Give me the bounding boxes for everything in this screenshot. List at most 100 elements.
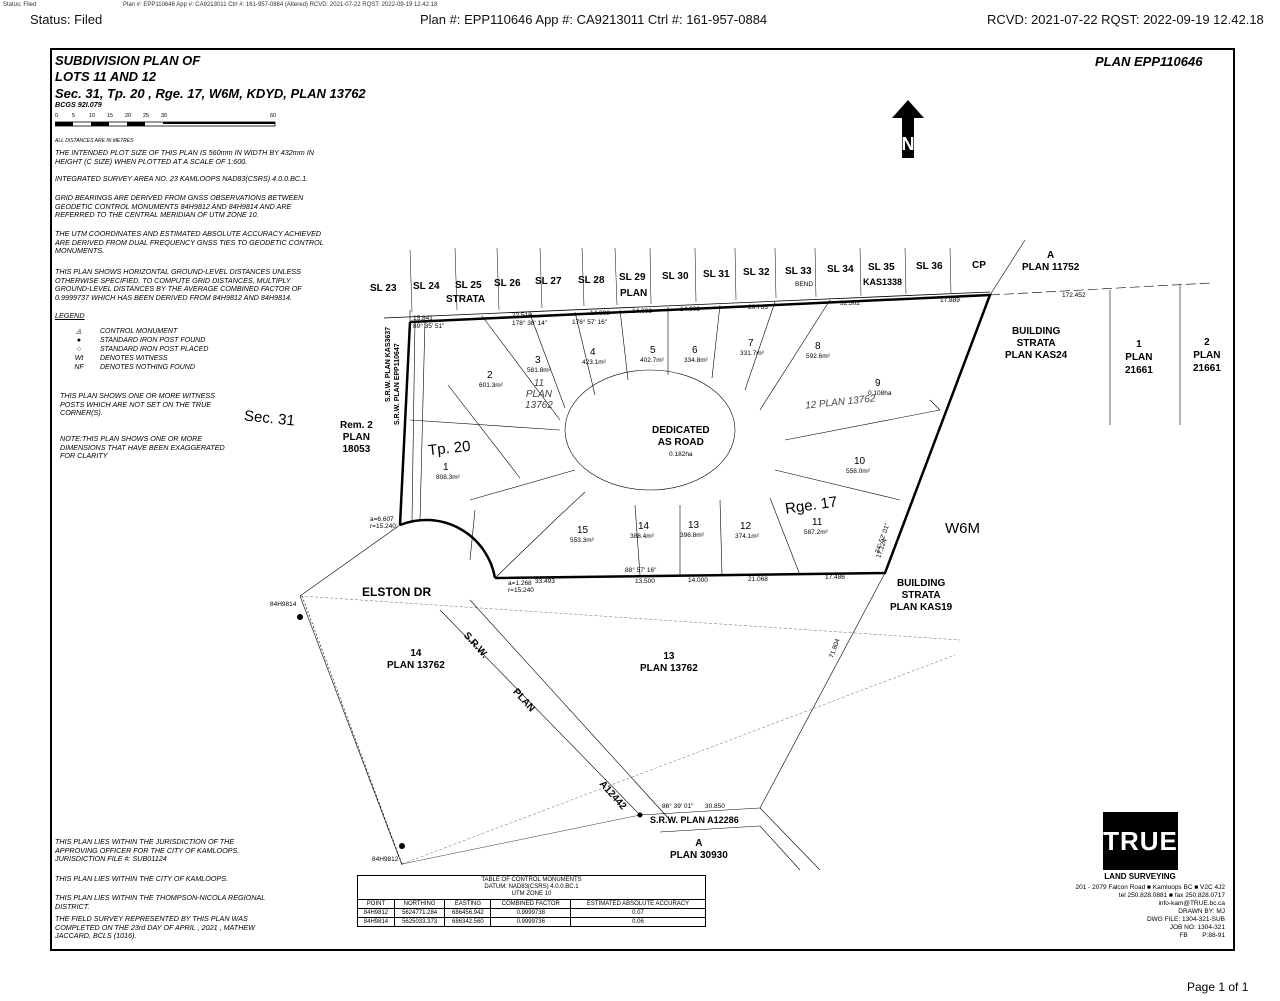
plan-11752-letter: A [1047, 250, 1055, 261]
received-text: RCVD: 2021-07-22 RQST: 2022-09-19 12.42.… [987, 12, 1264, 27]
strata-lot-label: SL 35 [868, 262, 895, 273]
lot-area: 587.2m² [804, 529, 828, 536]
dim-label: 14.003 [680, 306, 700, 313]
table-header-row: POINT NORTHING EASTING COMBINED FACTOR E… [357, 899, 706, 909]
lot-number: 8 [815, 341, 821, 352]
note-plot-size: THE INTENDED PLOT SIZE OF THIS PLAN IS 5… [55, 148, 314, 166]
strata-lot-label: SL 33 [785, 266, 812, 277]
dim-label: 21.068 [748, 576, 768, 583]
bcgs-text: BCGS 92I.079 [55, 100, 102, 109]
bearing-label: 176° 57' 16" [572, 319, 608, 326]
arc-label: a=6.607 r=15.240 [370, 516, 396, 530]
control-monument-label: 84H9812 [372, 856, 399, 863]
plan-21661-lot-1: 1 PLAN 21661 [1125, 339, 1153, 376]
note-jurisdiction: THIS PLAN LIES WITHIN THE JURISDICTION O… [55, 837, 240, 863]
lot-area: 0.108ha [868, 390, 892, 397]
note-witness: THIS PLAN SHOWS ONE OR MORE WITNESS POST… [60, 391, 215, 417]
table-header: ESTIMATED ABSOLUTE ACCURACY [570, 899, 706, 909]
lot-area: 553.3m² [570, 537, 594, 544]
dim-label: 14.003 [590, 310, 610, 317]
company-logo: TRUE [1103, 812, 1178, 870]
dim-label: 17.486 [825, 574, 845, 581]
lot-number: 14 [638, 521, 650, 532]
dim-label: 32.502 [840, 300, 860, 307]
legend-row: ◬CONTROL MONUMENT [76, 328, 178, 335]
strata-lot-label: SL 34 [827, 264, 854, 275]
rem-2-plan-18053: Rem. 2 PLAN 18053 [340, 420, 373, 455]
north-arrow-icon: N [892, 100, 924, 158]
company-name: LAND SURVEYING [1104, 872, 1176, 881]
title-line-3: Sec. 31, Tp. 20 , Rge. 17, W6M, KDYD, PL… [55, 86, 366, 101]
dedicated-road-label: DEDICATED AS ROAD 0.182ha [652, 425, 710, 458]
plan-frame [50, 48, 1235, 951]
building-strata-kas24: BUILDING STRATA PLAN KAS24 [1005, 326, 1068, 361]
scale-ticks: 0 5 10 15 20 25 30 60 [55, 113, 277, 119]
bearing-label: 89° 35' 51" [413, 323, 445, 330]
strata-lot-label: SL 32 [743, 267, 770, 278]
strata-lot-label: SL 36 [916, 261, 943, 272]
lot-area: 581.8m² [527, 367, 551, 374]
dim-label: 30.850 [705, 803, 725, 810]
company-info: 201 - 2079 Falcon Road ■ Kamloops BC ■ V… [1075, 884, 1226, 939]
bearing-label: 178° 38' 14" [512, 320, 548, 327]
table-header: POINT [357, 899, 395, 909]
lot-number: 15 [577, 525, 589, 536]
lot-area: 558.0m² [846, 468, 870, 475]
lot-number: 3 [535, 355, 541, 366]
strata-lot-label: SL 26 [494, 278, 521, 289]
legend: ◬CONTROL MONUMENT ●STANDARD IRON POST FO… [58, 327, 208, 372]
note-exaggerated: NOTE:THIS PLAN SHOWS ONE OR MORE DIMENSI… [60, 434, 225, 460]
lot-area: 601.3m² [479, 382, 503, 389]
bearing-label: 86° 39' 01" [662, 803, 694, 810]
lot-number: 2 [487, 370, 493, 381]
lot-area: 388.4m² [630, 533, 654, 540]
plan-13762-lot-14: 14 PLAN 13762 [387, 648, 445, 671]
lot-area: 334.8m² [684, 357, 708, 364]
common-property-label: CP [972, 260, 986, 271]
plan-info-text: Plan #: EPP110646 App #: CA9213011 Ctrl … [420, 12, 768, 27]
svg-text:N: N [902, 134, 915, 154]
lot-number: 13 [688, 520, 700, 531]
lot-number: 4 [590, 347, 596, 358]
strata-lot-label: SL 27 [535, 276, 562, 287]
legend-row: ●STANDARD IRON POST FOUND [76, 337, 206, 344]
street-label: ELSTON DR [362, 585, 432, 599]
srw-a12286-label: S.R.W. PLAN A12286 [650, 815, 739, 825]
bend-label: BEND [795, 281, 814, 288]
lot-number: 6 [692, 345, 698, 356]
lot-number: 10 [854, 456, 866, 467]
kas1338-label: KAS1338 [863, 277, 903, 287]
lot-area: 331.7m² [740, 350, 764, 357]
scale-note: ALL DISTANCES ARE IN METRES [55, 138, 134, 144]
strata-lot-label: SL 29 [619, 272, 646, 283]
dim-label: 172.452 [1062, 292, 1086, 299]
table-row: 84H9814 5625033.373 686342.560 0.9999736… [357, 917, 706, 927]
dim-label: 20.763 [748, 304, 768, 311]
plan-13762-lot-13: 13 PLAN 13762 [640, 651, 698, 674]
meridian-label: W6M [945, 520, 980, 537]
strata-lot-label: SL 23 [370, 283, 397, 294]
lot-area: 592.6m² [806, 353, 830, 360]
title-line-1: SUBDIVISION PLAN OF [55, 53, 201, 68]
table-row: 84H9812 5624771.284 686456.942 0.9999738… [357, 908, 706, 918]
lot-area: 808.3m² [436, 474, 460, 481]
legend-title: LEGEND [55, 311, 85, 320]
lot-area: 423.1m² [582, 359, 606, 366]
control-monument-label: 84H9814 [270, 601, 297, 608]
strata-lot-label: SL 25 [455, 280, 482, 291]
arc-label: a=1.268 r=15.240 [508, 580, 534, 594]
strata-lot-label: SL 30 [662, 271, 689, 282]
dim-label: 33.493 [535, 578, 555, 585]
lot-area: 402.7m² [640, 357, 664, 364]
note-city: THIS PLAN LIES WITHIN THE CITY OF KAMLOO… [55, 874, 229, 883]
lot-area: 374.1m² [735, 533, 759, 540]
lot-number: 12 [740, 521, 752, 532]
lot-number: 7 [748, 338, 754, 349]
table-header: EASTING [444, 899, 492, 909]
srw-vertical-label-2: S.R.W. PLAN EPP110647 [394, 343, 401, 425]
table-header: NORTHING [393, 899, 446, 909]
note-utm: THE UTM COORDINATES AND ESTIMATED ABSOLU… [55, 229, 324, 255]
strata-label: STRATA [446, 294, 486, 305]
note-regional: THIS PLAN LIES WITHIN THE THOMPSON-NICOL… [55, 893, 266, 911]
